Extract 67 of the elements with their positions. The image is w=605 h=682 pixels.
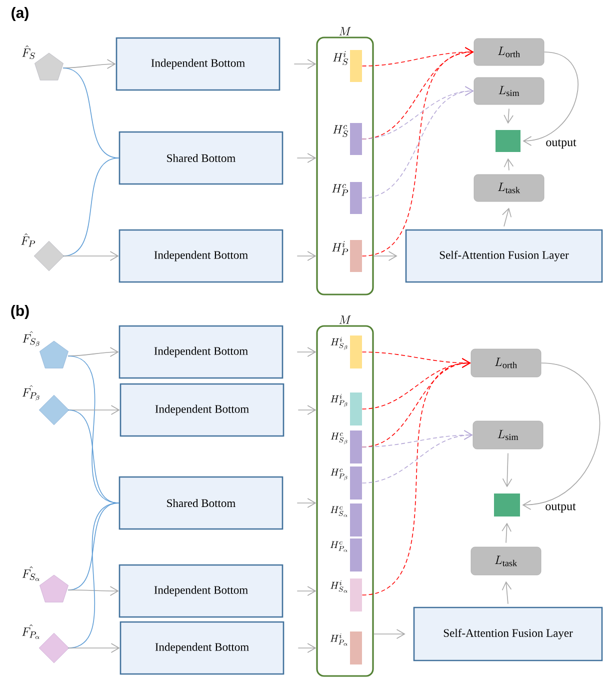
arrow xyxy=(296,347,316,357)
arrow xyxy=(502,452,512,488)
bar-label: $H^i_{P_\alpha}$ xyxy=(330,634,348,646)
output-label: output xyxy=(546,503,576,513)
arrow xyxy=(502,581,512,604)
process-box: Independent Bottom xyxy=(118,564,284,618)
container-label: $M$ xyxy=(339,27,351,36)
process-box: Shared Bottom xyxy=(118,476,284,530)
bar-label: $H^i_{S_\beta}$ xyxy=(330,336,348,350)
node-label: $\hat{F_{P_\beta}}$ xyxy=(22,385,40,401)
arrow xyxy=(362,47,474,256)
node-label: $\hat{F_{S_\alpha}}$ xyxy=(22,566,40,581)
panel-label: (a) xyxy=(12,7,28,21)
arrow xyxy=(296,498,316,508)
arrow xyxy=(68,405,120,415)
panel-label: (b) xyxy=(11,305,29,319)
process-box: Self-Attention Fusion Layer xyxy=(413,606,603,662)
arrow xyxy=(298,405,316,415)
arrow xyxy=(68,347,119,357)
loss-box: $L_{\mathrm{task}}$ xyxy=(474,174,544,202)
node-label: $\hat{F_{S_\beta}}$ xyxy=(22,331,40,347)
loss-box: $L_{\mathrm{sim}}$ xyxy=(474,77,544,105)
bar-label: $H_P^c$ xyxy=(332,184,348,196)
process-box: Independent Bottom xyxy=(120,621,284,675)
arrow xyxy=(502,522,512,544)
bar-label: $H^c_{P_\beta}$ xyxy=(330,468,348,480)
bar-label: $H^c_{S_\alpha}$ xyxy=(330,506,348,517)
process-box: Independent Bottom xyxy=(120,383,284,437)
process-box: Self-Attention Fusion Layer xyxy=(405,229,603,283)
loss-box: $L_{\mathrm{sim}}$ xyxy=(472,420,544,450)
arrow xyxy=(373,629,406,639)
loss-box: $L_{\mathrm{orth}}$ xyxy=(474,38,544,66)
arrow xyxy=(296,586,316,596)
bar-label: $H_P^i$ xyxy=(332,241,348,255)
bar-label: $H^c_{S_\beta}$ xyxy=(330,432,348,444)
arrow xyxy=(502,208,512,227)
process-box: Independent Bottom xyxy=(118,229,284,283)
arrow xyxy=(62,251,119,261)
arrow xyxy=(62,59,116,69)
output-label: output xyxy=(546,139,576,149)
node-label: $\hat{F}_P$ xyxy=(21,233,36,247)
arrow xyxy=(68,643,120,653)
arrow xyxy=(522,362,600,510)
arrow xyxy=(298,643,316,653)
process-box: Independent Bottom xyxy=(118,325,284,379)
bar-label: $H^c_{P_\alpha}$ xyxy=(330,541,348,552)
bar-label: $H_S^c$ xyxy=(332,125,348,138)
bar-label: $H_S^i$ xyxy=(332,51,348,66)
loss-box: $L_{\mathrm{orth}}$ xyxy=(470,348,542,378)
loss-box: $L_{\mathrm{task}}$ xyxy=(470,546,542,576)
arrow xyxy=(504,158,514,171)
arrow xyxy=(362,86,474,198)
arrow xyxy=(296,153,316,163)
bar-label: $H^i_{S_\alpha}$ xyxy=(330,580,348,593)
arrow xyxy=(362,358,471,596)
arrow xyxy=(296,251,316,261)
arrow xyxy=(504,108,514,124)
container-label: $M$ xyxy=(339,316,351,324)
node-label: $\hat{F_{P_\alpha}}$ xyxy=(22,624,40,639)
arrow xyxy=(522,52,578,146)
process-box: Shared Bottom xyxy=(118,131,284,185)
process-box: Independent Bottom xyxy=(116,37,280,91)
arrow xyxy=(294,59,316,69)
arrow xyxy=(68,586,119,596)
bar-label: $H^i_{P_\beta}$ xyxy=(330,394,348,408)
node-label: $\hat{F}_S$ xyxy=(22,45,36,59)
arrow xyxy=(373,251,398,261)
